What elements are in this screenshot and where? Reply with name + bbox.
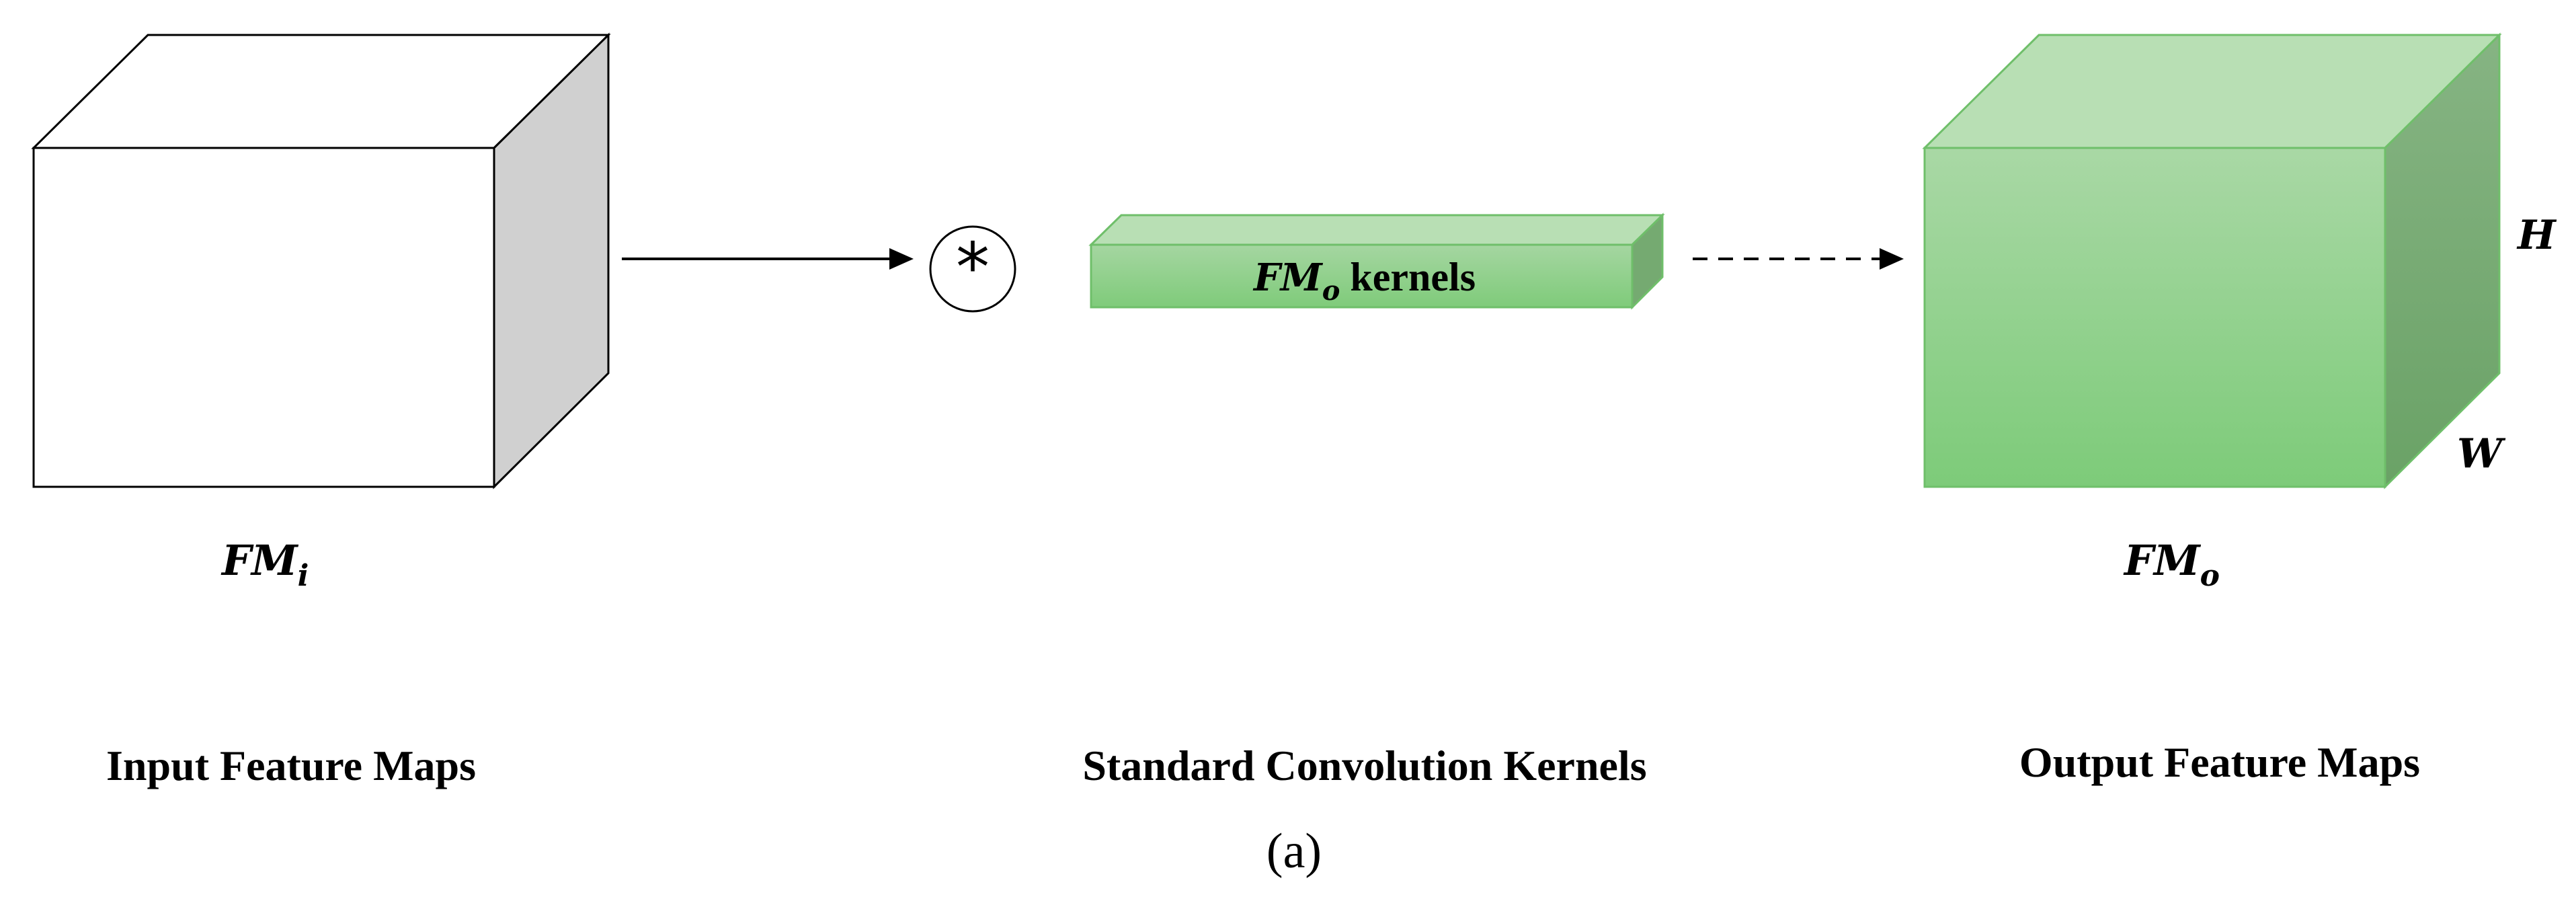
kernel-math-sub: o — [1322, 275, 1340, 307]
input-math-sub: i — [298, 559, 309, 593]
kernel-bar: FMo kernels — [1088, 212, 1665, 310]
kernel-bar-label: FMo kernels — [1252, 255, 1476, 307]
width-label: W — [2457, 430, 2506, 477]
kernel-bar-top — [1088, 214, 1665, 246]
height-label: H — [2516, 212, 2557, 259]
kernel-bar-front — [1090, 243, 1634, 309]
kernel-caption: Standard Convolution Kernels — [1082, 742, 1646, 789]
input-caption: Input Feature Maps — [106, 742, 476, 789]
output-math-base: FM — [2123, 536, 2202, 585]
output-math-sub: o — [2200, 559, 2220, 593]
subfigure-label: (a) — [1266, 824, 1322, 879]
input-feature-map-cube — [31, 32, 611, 489]
output-math-label: FMo — [2123, 536, 2220, 593]
kernel-math-base: FM — [1252, 256, 1324, 300]
kernel-suffix: kernels — [1340, 255, 1476, 299]
operator-circle — [929, 225, 1016, 313]
output-cube-front — [1923, 147, 2386, 488]
input-math-label: FMi — [220, 536, 309, 593]
asterisk-icon: * — [956, 228, 990, 307]
input-cube-front — [32, 147, 495, 488]
convolution-operator: * — [929, 225, 1016, 313]
input-math-base: FM — [220, 536, 299, 585]
output-feature-map-cube — [1922, 32, 2502, 489]
output-caption: Output Feature Maps — [2019, 738, 2420, 786]
